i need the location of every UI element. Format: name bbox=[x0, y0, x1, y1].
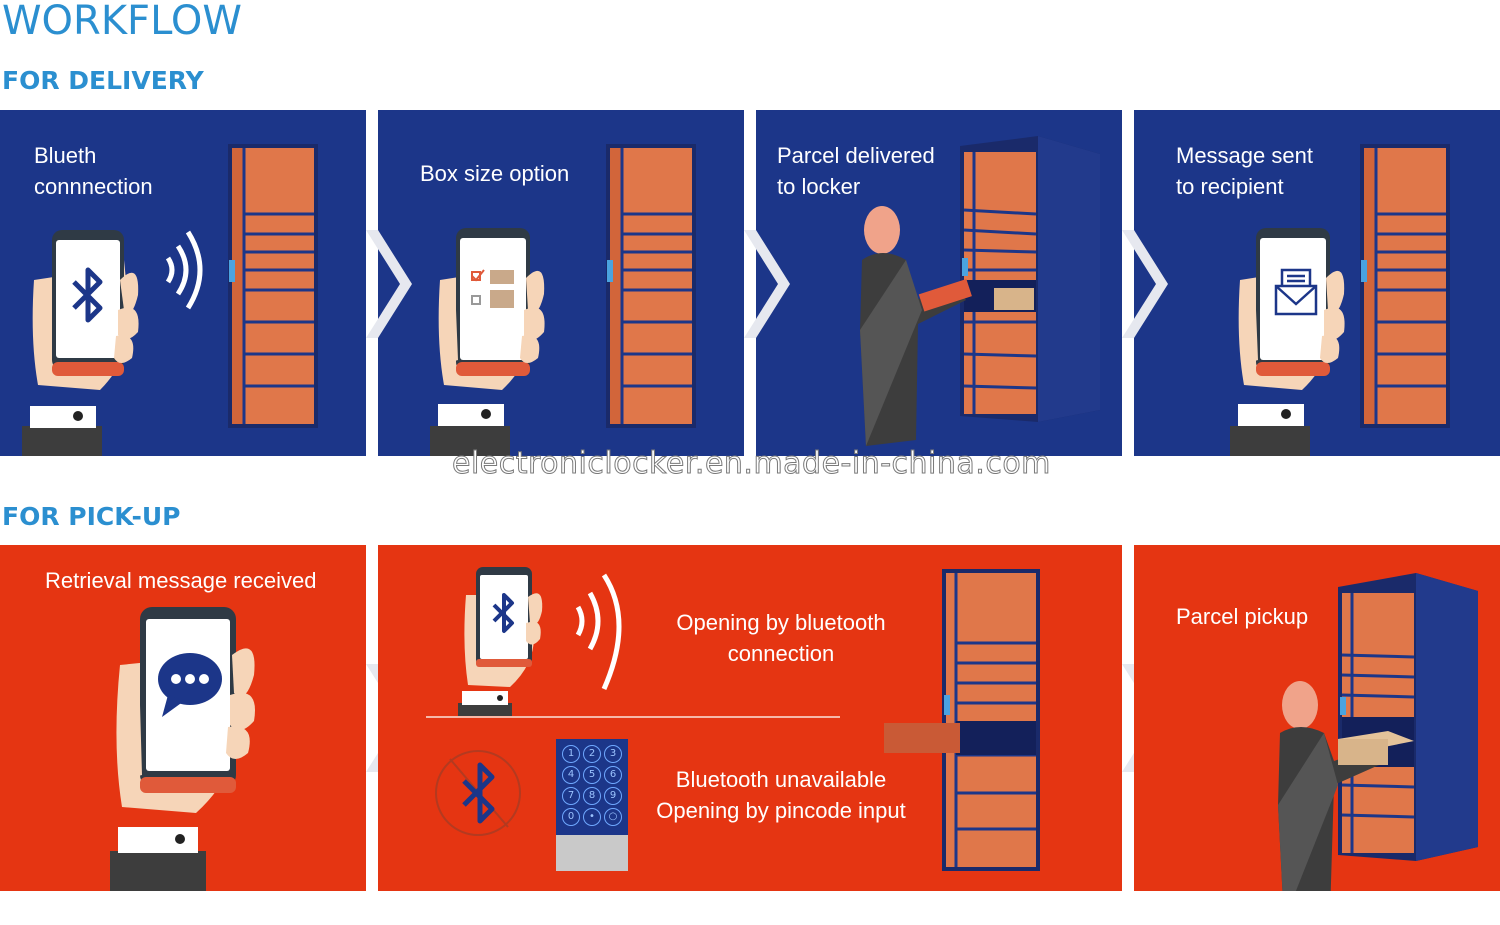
bluetooth-icon bbox=[492, 593, 514, 633]
keypad-key: 1 bbox=[562, 745, 580, 763]
envelope-icon bbox=[1274, 268, 1318, 316]
hand-phone-chat-illustration bbox=[110, 607, 255, 891]
keypad-key: • bbox=[583, 808, 601, 826]
keypad-key: ○ bbox=[604, 808, 622, 826]
keypad-key: 4 bbox=[562, 766, 580, 784]
bluetooth-icon bbox=[72, 267, 103, 323]
pickup-step-parcel-pickup: Parcel pickup bbox=[1134, 545, 1500, 891]
keypad-key: 6 bbox=[604, 766, 622, 784]
keypad-key: 0 bbox=[562, 808, 580, 826]
keypad-key: 5 bbox=[583, 766, 601, 784]
delivery-heading: FOR DELIVERY bbox=[2, 66, 204, 95]
step-caption: Retrieval message received bbox=[45, 568, 317, 593]
keypad-key: 9 bbox=[604, 787, 622, 805]
courier-at-locker-illustration bbox=[860, 136, 1100, 446]
keypad-key: 3 bbox=[604, 745, 622, 763]
delivery-step-box-size: Box size option bbox=[378, 110, 744, 456]
person-at-locker-illustration bbox=[1278, 573, 1478, 891]
page-title: WORKFLOW bbox=[2, 0, 242, 44]
keypad-key: 2 bbox=[583, 745, 601, 763]
signal-waves-icon bbox=[575, 573, 622, 691]
step-caption: Parcel pickup bbox=[1176, 604, 1309, 629]
pickup-step-message-received: Retrieval message received bbox=[0, 545, 366, 891]
watermark: electroniclocker.en.made-in-china.com bbox=[452, 446, 1051, 482]
bluetooth-disabled-icon bbox=[435, 750, 521, 836]
pickup-heading: FOR PICK-UP bbox=[2, 502, 181, 531]
keypad-key: 8 bbox=[583, 787, 601, 805]
opening-methods-illustration bbox=[426, 567, 1040, 871]
hand-phone-bluetooth-illustration bbox=[22, 144, 318, 456]
step-caption: Box size option bbox=[420, 161, 570, 186]
keypad-key: 7 bbox=[562, 787, 580, 805]
hand-phone-envelope-illustration bbox=[1230, 144, 1450, 456]
checklist-icon bbox=[471, 269, 514, 308]
chat-bubble-icon bbox=[158, 653, 222, 717]
hand-phone-box-options-illustration bbox=[430, 144, 696, 456]
signal-waves-icon bbox=[165, 230, 203, 310]
